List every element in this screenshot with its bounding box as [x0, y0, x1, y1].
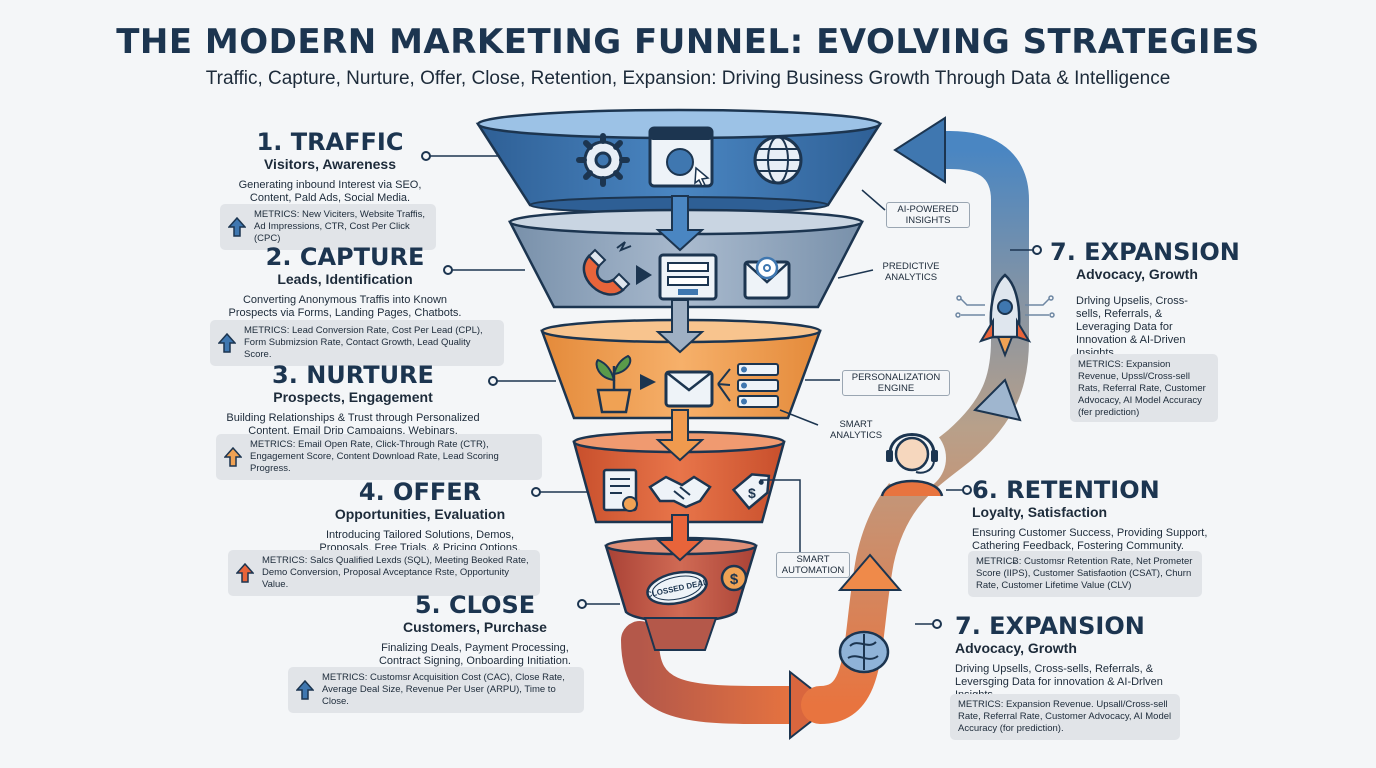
metrics-text: METRICS: Email Open Rate, Click-Through …: [250, 439, 499, 474]
document-seal-icon: [602, 468, 638, 512]
arrow-right-small: [636, 265, 652, 285]
metrics-box-traffic: METRICS: New Viciters, Website Traffis, …: [220, 204, 436, 250]
stage-capture: 2. CAPTURE Leads, Identification Convert…: [215, 243, 475, 320]
contact-list-icon: [717, 363, 779, 408]
stage-subheading: Visitors, Awareness: [263, 156, 397, 172]
stage-description: Drlving Upselis, Cross-sells, Referrals,…: [1076, 295, 1188, 359]
magnet-icon: [582, 241, 632, 296]
form-icon: [658, 253, 718, 301]
plant-icon: [595, 354, 632, 414]
price-tag-dollar: $: [748, 485, 756, 501]
stage-subheading: Customers, Purchase: [403, 619, 547, 635]
metrics-text: METRICS: Customsr Acquisition Cost (CAC)…: [322, 672, 565, 707]
email-at-icon: [743, 256, 791, 300]
metrics-text: METRICS: Salcs Qualified Lexds (SQL), Me…: [262, 555, 529, 590]
stage-retention: 6. RETENTION Loyalty, Satisfaction Ensur…: [972, 476, 1232, 553]
stage-subheading: Loyalty, Satisfaction: [972, 504, 1108, 520]
stage-expansion-upper: 7. EXPANSION Advocacy, Growth Drlving Up…: [1050, 238, 1250, 360]
stage-subheading: Prospects, Engagement: [273, 389, 433, 405]
stage-description: Finalizing Deals, Payment Processing, Co…: [378, 642, 571, 667]
stage-description: Ensuring Customer Success, Providing Sup…: [972, 527, 1208, 552]
rocket-icon: [955, 273, 1055, 358]
arrow-up-icon: [224, 447, 242, 467]
stage-heading: 5. CLOSE: [414, 591, 536, 619]
metrics-box-retention: METRICɃ: Customsr Retention Rate, Net Pr…: [968, 551, 1202, 597]
svg-text:$: $: [730, 571, 739, 588]
stage-offer: 4. OFFER Opportunities, Evaluation Intro…: [300, 478, 540, 555]
tag-ai-insights: AI-POWERED INSIGHTS: [886, 202, 970, 228]
page-title: THE MODERN MARKETING FUNNEL: EVOLVING ST…: [116, 22, 1260, 62]
arrow-up-icon: [236, 563, 254, 583]
tag-predictive-analytics: PREDICTIVE ANALYTICS: [874, 260, 948, 284]
dollar-coin-icon: $: [720, 564, 748, 592]
stage-description: Driving Upsells, Cross-sells, Referrals,…: [955, 663, 1163, 701]
metrics-box-offer: METRICS: Salcs Qualified Lexds (SQL), Me…: [228, 550, 540, 596]
stage-expansion-lower: 7. EXPANSION Advocacy, Growth Driving Up…: [955, 612, 1165, 702]
metrics-box-nurture: METRICS: Email Open Rate, Click-Through …: [216, 434, 542, 480]
stage-heading: 7. EXPANSION: [955, 612, 1145, 640]
flow-arrows: [655, 195, 705, 562]
metrics-text: METRICɃ: Customsr Retention Rate, Net Pr…: [976, 556, 1193, 591]
metrics-box-capture: METRICS: Lead Conversion Rate, Cost Per …: [210, 320, 504, 366]
stage-close: 5. CLOSE Customers, Purchase Finalizing …: [370, 591, 580, 668]
envelope-icon: [664, 370, 714, 408]
price-tag-icon: [731, 473, 771, 510]
stage-subheading: Leads, Identification: [277, 271, 413, 287]
page-subtitle: Traffic, Capture, Nurture, Offer, Close,…: [205, 68, 1171, 89]
connector-lines: [421, 151, 1042, 629]
arrow-right-small: [640, 374, 656, 390]
tag-smart-automation: SMART AUTOMATION: [776, 552, 850, 578]
metrics-text: METRICS: Expansion Revenue. Upsall/Cross…: [958, 699, 1172, 734]
globe-icon: [753, 135, 803, 185]
stage-heading: 6. RETENTION: [972, 476, 1160, 504]
stage-subheading: Opportunities, Evaluation: [334, 506, 506, 522]
arrow-up-icon: [296, 680, 314, 700]
metrics-box-expansion-upper: METRICS: Expansion Revenue, Upssl/Cross-…: [1070, 354, 1218, 422]
metrics-box-close: METRICS: Customsr Acquisition Cost (CAC)…: [288, 667, 584, 713]
metrics-box-expansion-lower: METRICS: Expansion Revenue. Upsall/Cross…: [950, 694, 1180, 740]
gear-icon: [576, 133, 630, 187]
stage-subheading: Advocacy, Growth: [1076, 266, 1198, 282]
arrow-up-icon: [228, 217, 246, 237]
stage-traffic: 1. TRAFFIC Visitors, Awareness Generatin…: [200, 128, 460, 205]
handshake-icon: [648, 475, 712, 509]
tag-personalization-engine: PERSONALIZATION ENGINE: [842, 370, 950, 396]
closed-deal-stamp-icon: [646, 570, 708, 606]
support-agent-icon: [878, 424, 946, 497]
stage-description: Generating inbound Interest via SEO, Con…: [238, 179, 422, 204]
stage-heading: 4. OFFER: [358, 478, 482, 506]
stage-heading: 3. NURTURE: [272, 361, 434, 389]
stage-heading: 1. TRAFFIC: [256, 128, 404, 156]
metrics-text: METRICS: Expansion Revenue, Upssl/Cross-…: [1078, 359, 1206, 418]
brain-icon: [838, 630, 890, 674]
stage-heading: 2. CAPTURE: [265, 243, 425, 271]
metrics-text: METRICS: New Viciters, Website Traffis, …: [254, 209, 426, 244]
stage-subheading: Advocacy, Growth: [955, 640, 1077, 656]
stage-nurture: 3. NURTURE Prospects, Engagement Buildin…: [215, 361, 491, 438]
stage-description: Converting Anonymous Traffis into Known …: [228, 294, 462, 319]
arrow-up-icon: [218, 333, 236, 353]
tag-smart-analytics: SMART ANALYTICS: [820, 418, 892, 442]
stage-heading: 7. EXPANSION: [1050, 238, 1240, 266]
browser-globe-icon: [648, 126, 714, 188]
metrics-text: METRICS: Lead Conversion Rate, Cost Per …: [244, 325, 483, 360]
